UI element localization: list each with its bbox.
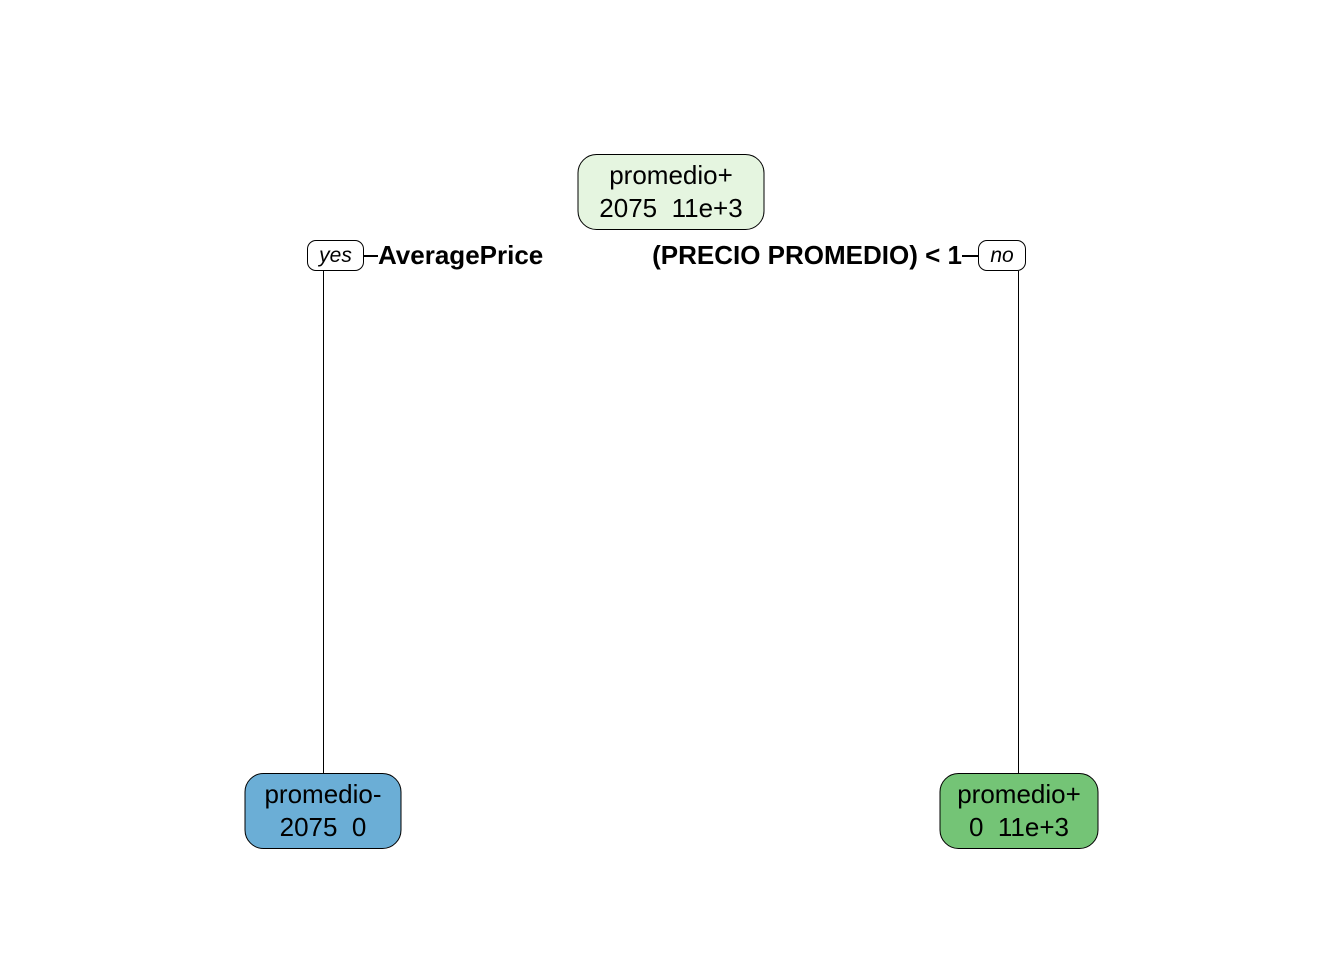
- yes-connector-line: [363, 255, 378, 257]
- split-condition-threshold: (PRECIO PROMEDIO) < 1: [652, 240, 962, 270]
- yes-branch-label: yes: [307, 240, 364, 271]
- no-connector-line: [962, 255, 978, 257]
- yes-branch-label-text: yes: [319, 243, 352, 267]
- right-branch-line: [1017, 271, 1019, 773]
- no-branch-label: no: [978, 240, 1026, 271]
- split-condition: AveragePrice (PRECIO PROMEDIO) < 1: [378, 240, 962, 271]
- left-branch-line: [322, 271, 324, 773]
- root-node-class-label: promedio+: [609, 160, 733, 190]
- right-leaf-counts: 0 11e+3: [968, 812, 1069, 842]
- right-leaf-class-label: promedio+: [957, 779, 1081, 809]
- no-branch-label-text: no: [990, 243, 1014, 267]
- left-leaf-node: promedio- 2075 0: [244, 773, 402, 849]
- left-leaf-class-label: promedio-: [264, 779, 382, 809]
- split-condition-variable: AveragePrice: [378, 240, 544, 270]
- left-leaf-counts: 2075 0: [279, 812, 367, 842]
- right-leaf-node: promedio+ 0 11e+3: [939, 773, 1099, 849]
- root-node-counts: 2075 11e+3: [599, 193, 743, 223]
- root-node: promedio+ 2075 11e+3: [577, 154, 765, 230]
